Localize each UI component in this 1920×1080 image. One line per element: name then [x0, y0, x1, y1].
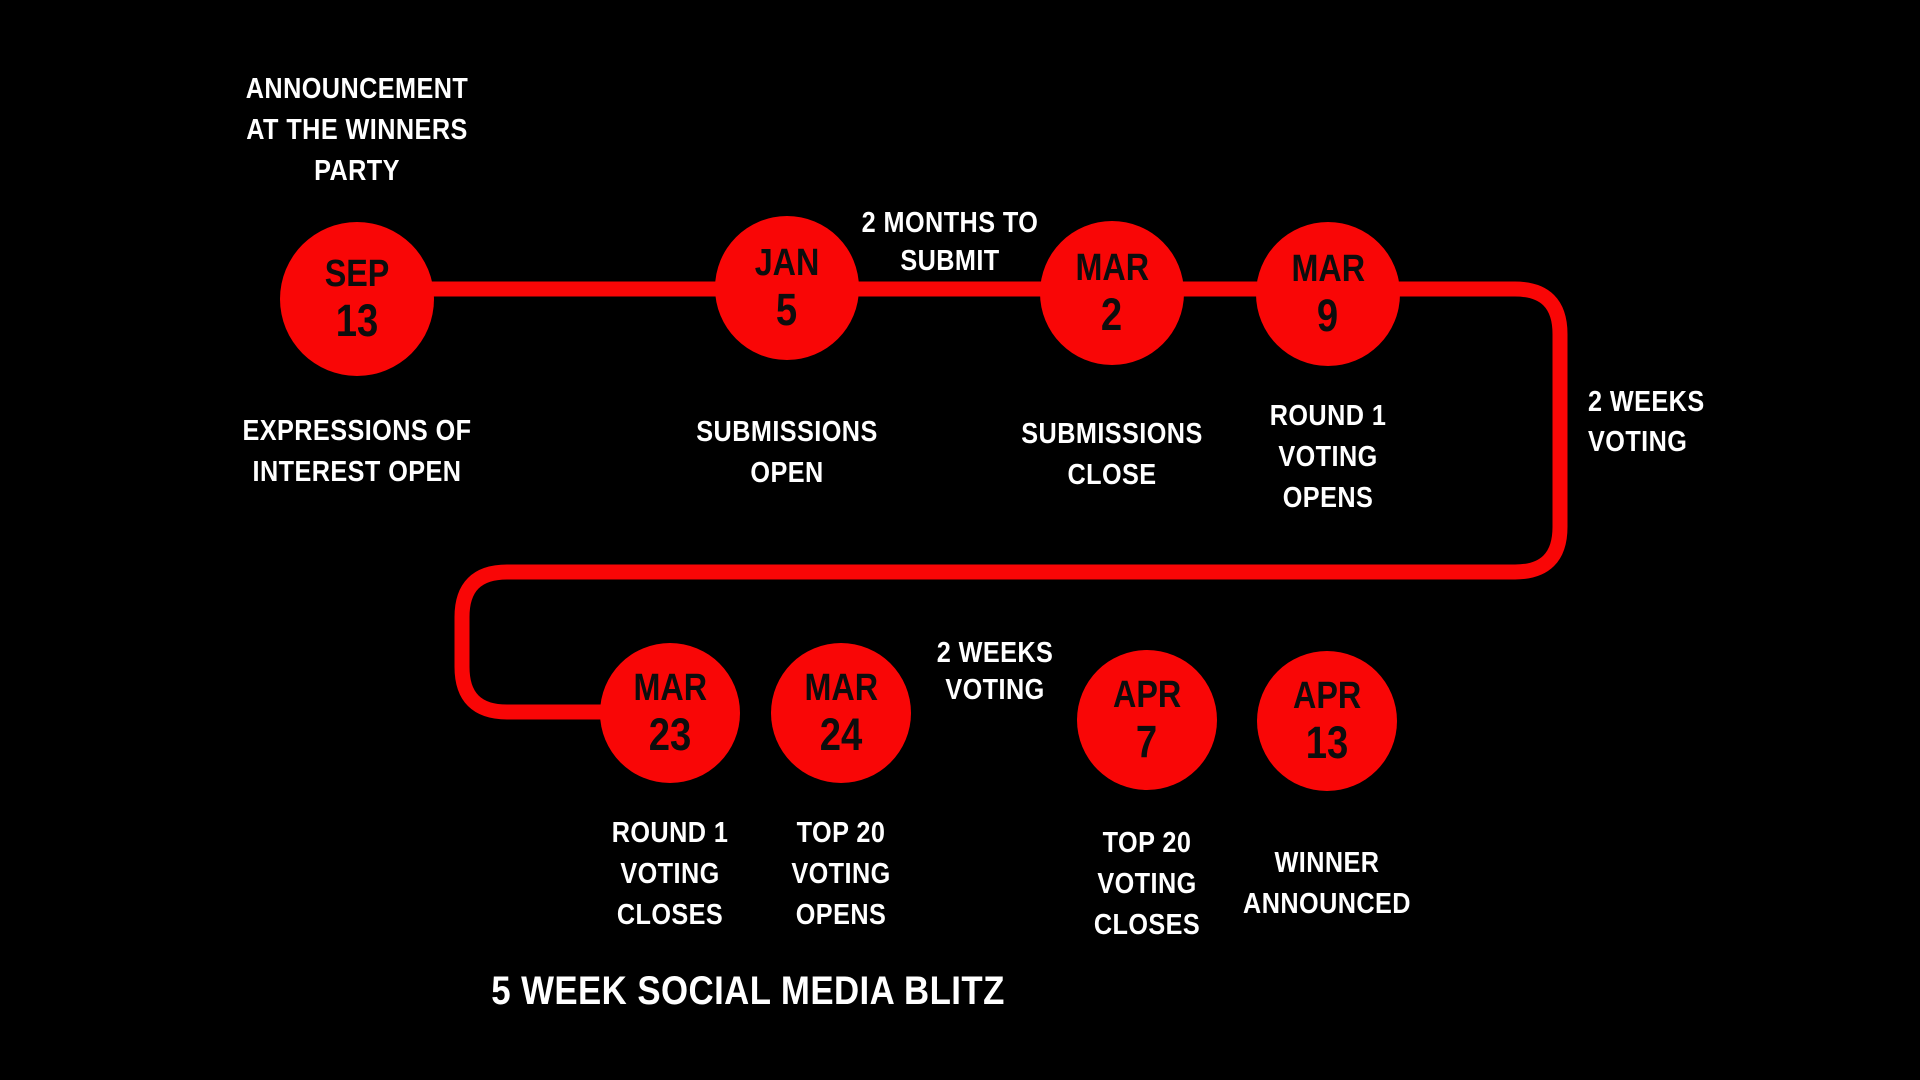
- annotation-announcement: ANNOUNCEMENT AT THE WINNERS PARTY: [245, 73, 469, 187]
- annotation-two-months-to-submit: 2 MONTHS TO SUBMIT: [861, 207, 1039, 277]
- milestone-circle-mar-9: MAR 9: [1256, 222, 1400, 366]
- milestone-caption-mar-24: TOP 20 VOTING OPENS: [791, 817, 891, 931]
- milestone-month: APR: [1292, 675, 1362, 717]
- milestone-circle-sep-13: SEP 13: [280, 222, 434, 376]
- milestone-caption-jan-5: SUBMISSIONS OPEN: [696, 416, 878, 489]
- milestone-circle-mar-2: MAR 2: [1040, 221, 1184, 365]
- milestone-caption-apr-7: TOP 20 VOTING CLOSES: [1093, 827, 1201, 941]
- milestone-circle-apr-7: APR 7: [1077, 650, 1217, 790]
- milestone-month: JAN: [754, 242, 820, 284]
- milestone-circle-mar-23: MAR 23: [600, 643, 740, 783]
- milestone-caption-mar-23: ROUND 1 VOTING CLOSES: [611, 817, 729, 931]
- milestone-circle-mar-24: MAR 24: [771, 643, 911, 783]
- milestone-month: SEP: [324, 253, 390, 295]
- milestone-day: 9: [1317, 290, 1339, 341]
- connector-path: [357, 281, 1568, 720]
- annotation-two-weeks-voting-round1: 2 WEEKS VOTING: [1588, 386, 1705, 458]
- milestone-day: 7: [1136, 716, 1158, 767]
- milestone-day: 24: [819, 709, 863, 760]
- milestone-day: 5: [776, 284, 798, 335]
- milestone-day: 13: [335, 295, 379, 346]
- milestone-caption-mar-9: ROUND 1 VOTING OPENS: [1269, 400, 1387, 514]
- milestone-month: MAR: [633, 667, 707, 709]
- milestone-caption-mar-2: SUBMISSIONS CLOSE: [1021, 418, 1203, 491]
- milestone-day: 2: [1101, 289, 1123, 340]
- milestone-caption-sep-13: EXPRESSIONS OF INTEREST OPEN: [242, 415, 472, 488]
- milestone-month: MAR: [804, 667, 878, 709]
- milestone-circle-jan-5: JAN 5: [715, 216, 859, 360]
- annotation-two-weeks-voting-top20: 2 WEEKS VOTING: [936, 637, 1054, 706]
- milestone-month: MAR: [1291, 248, 1365, 290]
- milestone-month: MAR: [1075, 247, 1149, 289]
- milestone-month: APR: [1112, 674, 1182, 716]
- annotation-social-media-blitz: 5 WEEK SOCIAL MEDIA BLITZ: [491, 969, 1005, 1013]
- milestone-day: 23: [648, 709, 692, 760]
- milestone-day: 13: [1305, 717, 1349, 768]
- milestone-caption-apr-13: WINNER ANNOUNCED: [1243, 847, 1411, 920]
- milestone-circle-apr-13: APR 13: [1257, 651, 1397, 791]
